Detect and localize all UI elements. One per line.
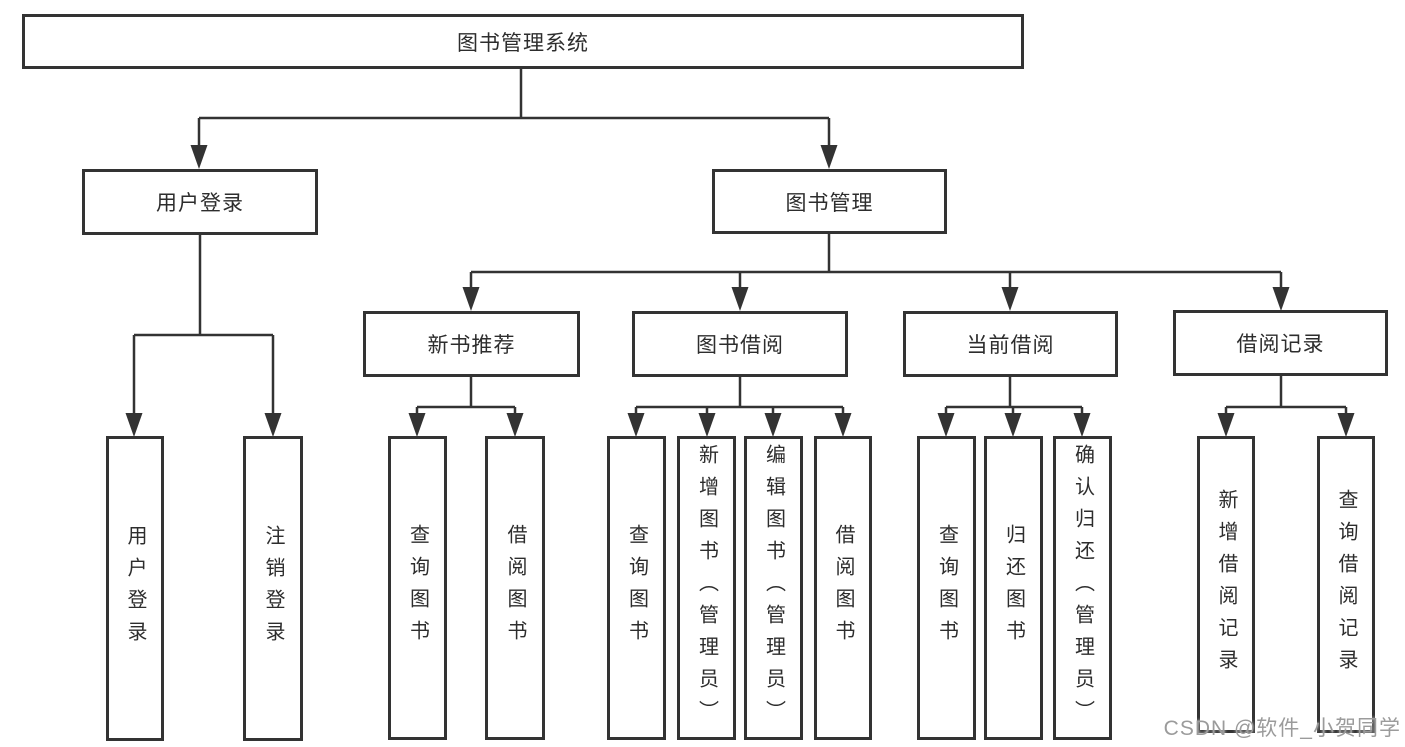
leaf-borrow-books-borrowing: 借阅图书 bbox=[814, 436, 872, 740]
arrowheads bbox=[125, 145, 1355, 437]
leaf-label: 查询图书 bbox=[935, 524, 958, 652]
leaf-query-books-recommend: 查询图书 bbox=[388, 436, 447, 740]
leaf-query-borrow-record: 查询借阅记录 bbox=[1317, 436, 1375, 733]
leaf-add-borrow-record: 新增借阅记录 bbox=[1197, 436, 1255, 733]
node-book-borrowing: 图书借阅 bbox=[632, 311, 848, 377]
leaf-label: 查询图书 bbox=[625, 524, 648, 652]
leaf-confirm-return-admin: 确认归还（管理员） bbox=[1053, 436, 1112, 740]
node-label: 图书借阅 bbox=[696, 334, 784, 357]
node-label: 图书管理 bbox=[785, 191, 874, 215]
node-label: 用户登录 bbox=[156, 192, 244, 215]
node-current-borrowing: 当前借阅 bbox=[903, 311, 1118, 377]
node-book-management: 图书管理 bbox=[712, 169, 947, 234]
leaf-edit-book-admin: 编辑图书（管理员） bbox=[744, 436, 803, 740]
node-label: 当前借阅 bbox=[966, 334, 1055, 357]
leaf-label: 用户登录 bbox=[124, 524, 146, 653]
node-book-management-system: 图书管理系统 bbox=[22, 14, 1024, 69]
leaf-logout: 注销登录 bbox=[243, 436, 303, 741]
leaf-label: 归还图书 bbox=[1002, 524, 1025, 652]
leaf-label: 查询图书 bbox=[406, 524, 429, 652]
watermark-csdn: CSDN @软件_小贺同学 bbox=[1163, 717, 1401, 740]
leaf-label: 编辑图书（管理员） bbox=[762, 444, 785, 732]
node-label: 借阅记录 bbox=[1236, 333, 1325, 356]
node-new-book-recommend: 新书推荐 bbox=[363, 311, 580, 377]
leaf-borrow-books-recommend: 借阅图书 bbox=[485, 436, 545, 740]
leaf-query-books-current: 查询图书 bbox=[917, 436, 976, 740]
leaf-label: 新增借阅记录 bbox=[1215, 488, 1237, 681]
tree-edges bbox=[132, 69, 1348, 415]
leaf-user-login: 用户登录 bbox=[106, 436, 164, 741]
node-user-login: 用户登录 bbox=[82, 169, 318, 235]
leaf-label: 借阅图书 bbox=[832, 524, 854, 652]
leaf-label: 查询借阅记录 bbox=[1335, 488, 1357, 681]
leaf-label: 借阅图书 bbox=[504, 524, 526, 652]
leaf-label: 注销登录 bbox=[262, 524, 284, 653]
leaf-add-book-admin: 新增图书（管理员） bbox=[677, 436, 736, 740]
leaf-label: 确认归还（管理员） bbox=[1071, 444, 1094, 732]
node-label: 图书管理系统 bbox=[457, 31, 589, 55]
leaf-query-books-borrowing: 查询图书 bbox=[607, 436, 666, 740]
node-label: 新书推荐 bbox=[427, 334, 516, 357]
leaf-return-books: 归还图书 bbox=[984, 436, 1043, 740]
leaf-label: 新增图书（管理员） bbox=[695, 444, 718, 732]
node-borrowing-records: 借阅记录 bbox=[1173, 310, 1388, 376]
